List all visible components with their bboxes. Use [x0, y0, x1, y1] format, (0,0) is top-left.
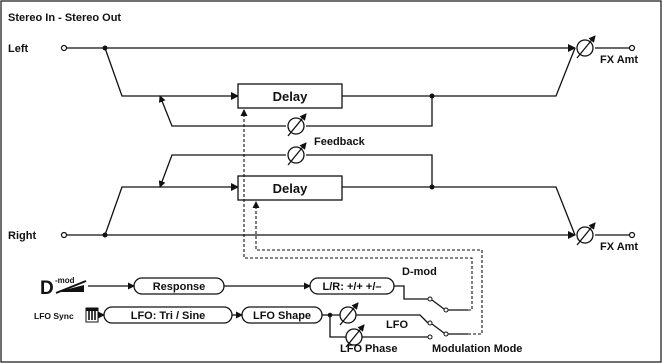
feedback-bottom-return	[306, 154, 433, 187]
lfo-phase-knob-icon	[345, 324, 365, 348]
left-wet-path	[432, 47, 576, 97]
right-wet-path	[432, 186, 576, 236]
feedback-top-return	[306, 96, 433, 127]
feedback-bottom-in	[158, 154, 286, 188]
dmod-source-letter: D	[40, 278, 54, 299]
lfo-shape-label: LFO Shape	[253, 310, 311, 322]
delay-block-bottom	[237, 175, 343, 201]
lr-label: L/R: +/+ +/–	[323, 281, 382, 293]
diagram-title: Stereo In - Stereo Out	[8, 12, 121, 24]
delay-label-top: Delay	[273, 89, 308, 104]
modulation-mode-label: Modulation Mode	[432, 343, 522, 355]
lfo-sync-note-icon	[85, 307, 99, 323]
lfo-label: LFO	[386, 319, 408, 331]
modulation-mode-switch-icon	[427, 296, 449, 340]
lfo-wave-label: LFO: Tri / Sine	[131, 310, 206, 322]
left-to-delay-path	[104, 47, 239, 100]
left-fx-amt-label: FX Amt	[600, 54, 638, 66]
right-to-delay-path	[104, 183, 239, 236]
left-input-jack	[60, 44, 68, 52]
delay-label-bottom: Delay	[273, 181, 308, 196]
right-output-jack	[628, 231, 636, 239]
right-fx-amt-knob-icon	[576, 222, 596, 246]
feedback-top-in	[158, 95, 286, 127]
lr-to-switch	[394, 285, 428, 300]
right-input-label: Right	[8, 230, 36, 242]
dmod-ramp-icon	[55, 280, 87, 294]
lfo-to-switch	[330, 314, 429, 324]
dmod-source-sup: -mod	[55, 276, 75, 285]
feedback-knob-bottom-icon	[287, 142, 307, 166]
mod-path-bottom-delay	[252, 201, 483, 335]
mod-path-top-delay	[240, 109, 473, 311]
left-fx-amt-knob-icon	[576, 35, 596, 59]
lfo-phase-label: LFO Phase	[340, 343, 397, 355]
feedback-knob-icon	[287, 113, 307, 137]
dmod-label: D-mod	[402, 266, 437, 278]
feedback-label: Feedback	[314, 136, 366, 148]
left-output-jack	[628, 44, 636, 52]
right-fx-amt-label: FX Amt	[600, 241, 638, 253]
left-input-label: Left	[8, 43, 29, 55]
lfo-phase-path	[329, 315, 428, 338]
right-input-jack	[60, 231, 68, 239]
lfo-amount-knob-icon	[339, 302, 359, 326]
response-label: Response	[153, 281, 206, 293]
lfo-sync-label: LFO Sync	[34, 311, 74, 321]
